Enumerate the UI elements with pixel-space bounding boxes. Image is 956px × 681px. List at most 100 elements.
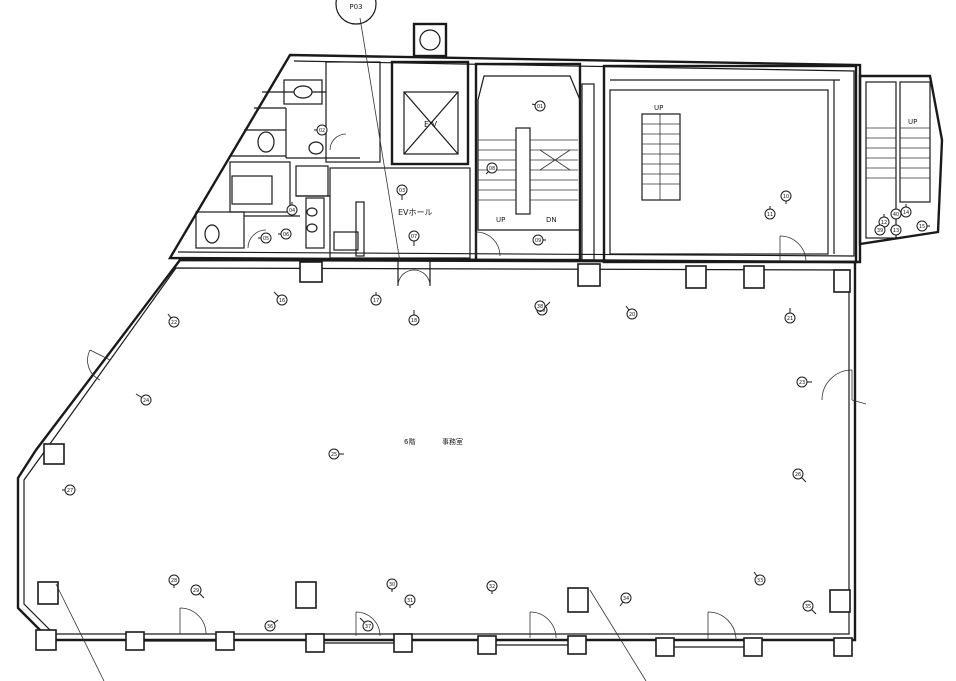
- device-marker: 10: [780, 190, 792, 204]
- device-marker-label: 18: [411, 318, 417, 324]
- device-marker-label: 39: [877, 228, 883, 234]
- device-marker-label: 15: [919, 224, 925, 230]
- device-marker-label: 08: [489, 166, 495, 172]
- device-marker: 17: [370, 292, 382, 306]
- device-marker: 01: [531, 100, 546, 112]
- device-marker: 26: [792, 468, 807, 483]
- device-marker-label: 23: [799, 380, 805, 386]
- device-marker-label: 14: [903, 210, 909, 216]
- top-callout: P03: [335, 0, 377, 25]
- device-marker: 13: [890, 224, 902, 236]
- device-marker: 22: [167, 313, 180, 328]
- leader-lines: [55, 17, 647, 681]
- device-marker-label: 27: [67, 488, 73, 494]
- device-marker-label: 11: [767, 212, 773, 218]
- device-marker-label: 21: [787, 316, 793, 322]
- device-marker-label: 36: [267, 624, 273, 630]
- ev-hall: EVホール: [329, 167, 471, 287]
- device-marker-label: 06: [283, 232, 289, 238]
- device-marker: 28: [168, 574, 180, 588]
- device-marker: 16: [273, 291, 288, 306]
- device-marker: 30: [386, 578, 398, 592]
- columns: [37, 261, 851, 613]
- device-marker: 24: [135, 393, 152, 406]
- device-marker: 06: [278, 228, 292, 240]
- device-marker: 29: [190, 584, 205, 599]
- device-marker-label: 05: [263, 236, 269, 242]
- device-marker-label: 37: [365, 624, 371, 630]
- side-doors: [87, 349, 867, 405]
- device-marker: 11: [764, 206, 776, 220]
- device-marker-label: 34: [623, 596, 629, 602]
- device-marker-label: 22: [171, 320, 177, 326]
- device-marker: 08: [485, 162, 498, 175]
- device-marker: 09: [532, 234, 546, 246]
- device-marker-label: 30: [389, 582, 395, 588]
- device-marker: 18: [408, 310, 420, 326]
- office-room-label: 6階 事務室: [404, 437, 463, 446]
- callout-text: P03: [349, 3, 362, 11]
- stair-ext-up: UP: [908, 118, 917, 126]
- device-marker: 02: [314, 124, 328, 136]
- exterior-stair: UP: [858, 74, 944, 246]
- device-marker: 27: [62, 484, 76, 496]
- device-marker-label: 07: [411, 234, 417, 240]
- device-marker: 04: [286, 202, 298, 216]
- device-markers: 0102030405060708091011121314151617181920…: [62, 100, 930, 632]
- device-marker-label: 20: [629, 312, 635, 318]
- device-marker: 36: [264, 619, 279, 632]
- device-marker: 31: [404, 594, 416, 608]
- device-marker: 39: [874, 224, 886, 236]
- device-marker-label: 10: [783, 194, 789, 200]
- device-marker-label: 25: [331, 452, 337, 458]
- device-marker: 33: [753, 571, 766, 586]
- stair-left: UP DN: [474, 62, 595, 262]
- device-marker-label: 01: [537, 104, 543, 110]
- device-marker-label: 32: [489, 584, 495, 590]
- device-marker-label: 28: [171, 578, 177, 584]
- bottom-windows: [35, 607, 853, 657]
- device-marker-label: 35: [805, 604, 811, 610]
- device-marker: 20: [625, 305, 638, 320]
- device-marker: 15: [916, 220, 930, 232]
- device-marker-label: 09: [535, 238, 541, 244]
- device-marker-label: 31: [407, 598, 413, 604]
- device-marker-label: 17: [373, 298, 379, 304]
- stair-left-dn: DN: [546, 216, 557, 224]
- device-marker-label: 04: [289, 208, 295, 214]
- device-marker-label: 29: [193, 588, 199, 594]
- device-marker-label: 12: [881, 220, 887, 226]
- device-marker-label: 13: [893, 228, 899, 234]
- office-prefix: 6階: [404, 437, 415, 446]
- device-marker: 25: [328, 448, 344, 460]
- device-marker-label: 24: [143, 398, 149, 404]
- stair-right-room: UP: [602, 64, 858, 264]
- device-marker: 32: [486, 580, 498, 594]
- device-marker: 37: [359, 617, 374, 632]
- outer-walls: [16, 22, 862, 642]
- ev-hall-label: EVホール: [398, 208, 433, 217]
- device-marker-label: 33: [757, 578, 763, 584]
- device-marker-label: 26: [795, 472, 801, 478]
- stair-right-up: UP: [654, 104, 663, 112]
- device-marker: 21: [784, 308, 796, 324]
- device-marker: 14: [900, 204, 912, 218]
- device-marker: 23: [796, 376, 812, 388]
- device-marker: 34: [619, 592, 632, 607]
- device-marker-label: 38: [537, 304, 543, 310]
- device-marker-label: 03: [399, 188, 405, 194]
- device-marker-label: 02: [319, 128, 325, 134]
- stair-left-up: UP: [496, 216, 505, 224]
- elevator-label: E V: [424, 120, 438, 129]
- device-marker: 03: [396, 184, 408, 200]
- washroom-block: [195, 61, 381, 249]
- device-marker: 40: [890, 208, 902, 220]
- device-marker: 05: [258, 232, 272, 244]
- office-label: 事務室: [442, 437, 463, 446]
- device-marker-label: 16: [279, 298, 285, 304]
- device-marker: 38: [534, 300, 546, 312]
- elevator: E V: [390, 60, 470, 166]
- device-marker: 35: [802, 600, 817, 615]
- device-marker: 07: [408, 230, 420, 246]
